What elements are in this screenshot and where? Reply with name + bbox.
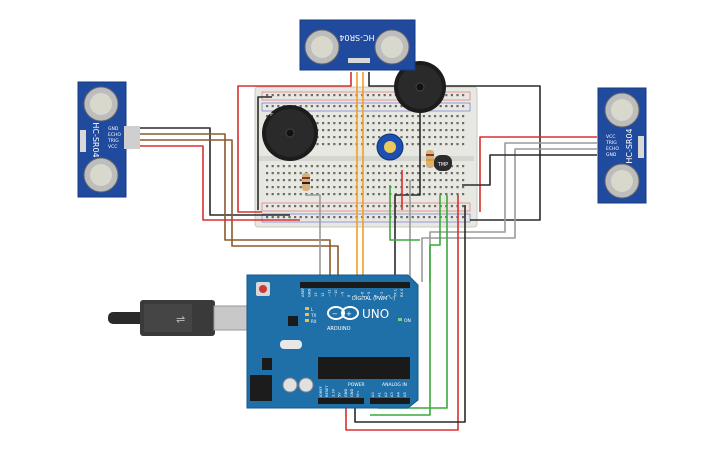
analog-pin-label-4: A4 xyxy=(397,392,401,397)
arduino-logo: − + xyxy=(327,306,359,320)
power-pin-label-0: IOREF xyxy=(319,386,323,397)
digital-pin-label-9: ~6 xyxy=(360,291,364,297)
arduino-board: ⇌ − + ARDUINO UNO DIGITAL (PWM ~) POWE xyxy=(108,274,419,409)
sensor-right-pin-3: ECHO xyxy=(606,146,619,152)
buzzer-left: + xyxy=(262,105,318,161)
svg-text:−: − xyxy=(332,310,338,318)
power-pin-label-5: GND xyxy=(350,389,354,397)
tx-label: TX xyxy=(310,313,316,318)
wire-buzzer-left xyxy=(257,96,272,210)
power-pin-label-1: RESET xyxy=(325,385,329,397)
analog-pin-label-0: A0 xyxy=(371,392,375,397)
sensor-left-label: HC-SR04 xyxy=(91,122,100,157)
svg-text:+: + xyxy=(346,310,352,318)
sensor-right-pin-2: TRIG xyxy=(605,140,617,146)
usb-icon: ⇌ xyxy=(176,313,185,326)
buzzer-top xyxy=(394,61,446,113)
wire-right-gnd xyxy=(462,154,597,186)
temp-sensor: TMP xyxy=(434,155,452,171)
digital-pin-label-5: ~10 xyxy=(334,289,338,297)
sensor-right-pin-4: GND xyxy=(606,152,617,158)
wires xyxy=(140,72,597,431)
sensor-left-pin-4: VCC xyxy=(108,144,117,150)
wire-red-power xyxy=(345,195,459,431)
wire-left-gnd xyxy=(140,145,300,221)
digital-pin-label-8: 7 xyxy=(354,295,358,297)
rx-label: RX xyxy=(311,319,317,324)
arduino-model: UNO xyxy=(362,307,389,321)
analog-pin-label-3: A3 xyxy=(390,392,394,397)
potentiometer xyxy=(376,133,404,161)
resistor-1 xyxy=(302,173,310,191)
sensor-top-label: HC-SR04 xyxy=(339,33,374,42)
power-pin-label-2: 3.3V xyxy=(331,388,335,397)
digital-pin-label-10: ~5 xyxy=(367,292,371,297)
resistor-2 xyxy=(426,150,434,168)
wire-black-power xyxy=(354,205,466,423)
ultrasonic-right: HC-SR04 VCC TRIG ECHO GND xyxy=(597,87,647,204)
digital-pin-label-1: GND xyxy=(308,289,312,297)
sensor-left-pin-2: ECHO xyxy=(108,132,121,138)
wire-green-2 xyxy=(370,195,441,416)
power-pin-label-4: GND xyxy=(344,389,348,397)
power-header xyxy=(318,398,410,404)
usb-cable: ⇌ xyxy=(108,300,255,336)
svg-text:+: + xyxy=(268,110,274,118)
wire-left-trig xyxy=(140,133,331,282)
tmp-label: TMP xyxy=(437,162,448,168)
digital-pin-label-0: AREF xyxy=(301,288,305,297)
wire-right-echo xyxy=(421,148,597,282)
sensor-left-pin-1: GND xyxy=(108,126,119,132)
wire-green-1 xyxy=(389,185,420,241)
sensor-right-label: HC-SR04 xyxy=(625,128,634,163)
digital-pin-label-3: 12 xyxy=(321,292,325,297)
digital-pin-label-13: 2 xyxy=(387,295,391,297)
digital-pin-label-14: TX 1 xyxy=(393,289,397,298)
wire-buzzer-top xyxy=(394,110,421,282)
digital-pin-label-11: 4 xyxy=(374,294,378,297)
arduino-brand: ARDUINO xyxy=(327,326,351,332)
analog-pin-label-2: A2 xyxy=(384,392,388,397)
wire-top-4 xyxy=(368,72,541,221)
analog-pin-label-1: A1 xyxy=(377,392,381,397)
sensor-right-pin-1: VCC xyxy=(606,134,615,140)
digital-header xyxy=(300,282,410,288)
digital-label: DIGITAL (PWM ~) xyxy=(352,296,395,302)
on-label: ON xyxy=(404,318,411,324)
analog-label: ANALOG IN xyxy=(382,382,407,388)
l-label: L xyxy=(311,307,314,312)
digital-pin-label-15: RX 0 xyxy=(400,288,404,297)
digital-pin-label-7: 8 xyxy=(347,294,351,297)
analog-pin-label-5: A5 xyxy=(403,392,407,397)
wire-top-1 xyxy=(237,72,352,213)
power-label: POWER xyxy=(348,382,365,388)
digital-pin-label-4: ~11 xyxy=(327,289,331,297)
digital-pin-label-12: ~3 xyxy=(380,292,384,297)
power-pin-label-3: 5V xyxy=(338,392,342,397)
digital-pin-label-6: ~9 xyxy=(341,291,345,297)
wire-right-vcc xyxy=(479,136,597,212)
wire-gray-res xyxy=(305,194,321,282)
wire-left-echo xyxy=(140,139,339,282)
wire-left-vcc xyxy=(140,127,290,216)
ultrasonic-left: HC-SR04 GND ECHO TRIG VCC xyxy=(77,81,140,198)
power-pin-label-6: Vin xyxy=(356,391,360,397)
ultrasonic-top: HC-SR04 xyxy=(299,19,416,71)
digital-pin-label-2: 13 xyxy=(314,292,318,297)
sensor-left-pin-3: TRIG xyxy=(107,138,119,144)
